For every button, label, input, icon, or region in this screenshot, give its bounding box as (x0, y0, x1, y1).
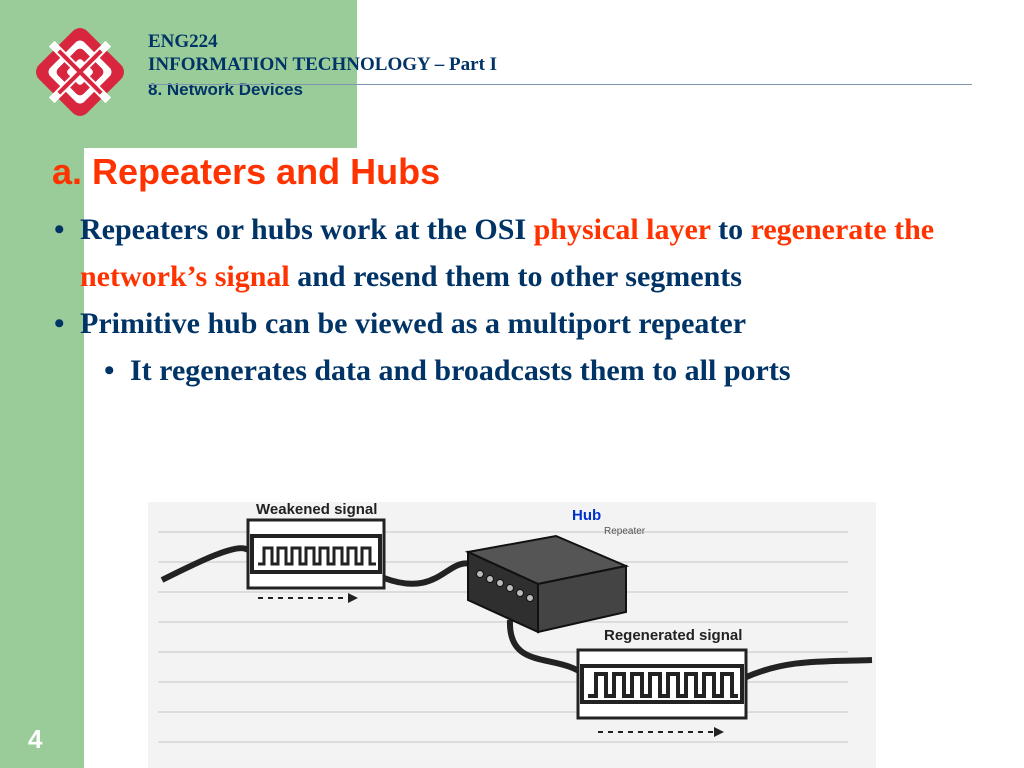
bullet-text: Primitive hub can be viewed as a multipo… (80, 307, 747, 340)
hub-diagram: Weakened signal Hub Repeater Regenerated… (148, 462, 876, 768)
course-title: INFORMATION TECHNOLOGY – Part I (148, 54, 498, 75)
header-block: ENG224 INFORMATION TECHNOLOGY – Part I 8… (148, 30, 497, 102)
cable-right (742, 657, 873, 681)
bullet-text: It regenerates data and broadcasts them … (130, 354, 791, 387)
section-title: 8. Network Devices (148, 80, 303, 99)
university-logo-icon (30, 24, 130, 120)
cable-left (160, 545, 250, 583)
cable-from-hub (506, 619, 588, 679)
bullet-text: and resend them to other segments (289, 260, 742, 293)
sub-bullet-item: • It regenerates data and broadcasts the… (54, 347, 974, 394)
regenerated-waveform (588, 672, 738, 698)
weakened-signal-label: Weakened signal (256, 501, 377, 518)
bullet-item: • Primitive hub can be viewed as a multi… (54, 300, 974, 347)
arrow-right-icon (348, 593, 358, 603)
arrow-right-icon (714, 727, 724, 737)
slide-title: a. Repeaters and Hubs (52, 151, 441, 192)
course-code: ENG224 (148, 31, 218, 52)
bullet-dot-icon: • (104, 354, 115, 387)
highlight-text: regenerate the network’s signal (80, 213, 935, 293)
left-green-sidebar (0, 0, 84, 768)
bullet-text: Repeaters or hubs work at the OSI (80, 213, 534, 246)
weak-waveform (258, 546, 376, 566)
page-number: 4 (28, 724, 43, 754)
bullet-text: to (710, 213, 751, 246)
hub-diagram-svg: Weakened signal Hub Repeater Regenerated… (148, 501, 876, 768)
bullet-item: • Repeaters or hubs work at the OSI phys… (54, 206, 974, 300)
hub-label: Hub (572, 507, 601, 524)
highlight-text: physical layer (533, 213, 711, 246)
hub-device (464, 534, 630, 634)
bullet-dot-icon: • (54, 307, 65, 340)
repeater-label: Repeater (604, 526, 646, 537)
bullet-list: • Repeaters or hubs work at the OSI phys… (54, 206, 974, 394)
bullet-dot-icon: • (54, 213, 65, 246)
regenerated-signal-label: Regenerated signal (604, 627, 742, 644)
header-divider (148, 84, 972, 85)
